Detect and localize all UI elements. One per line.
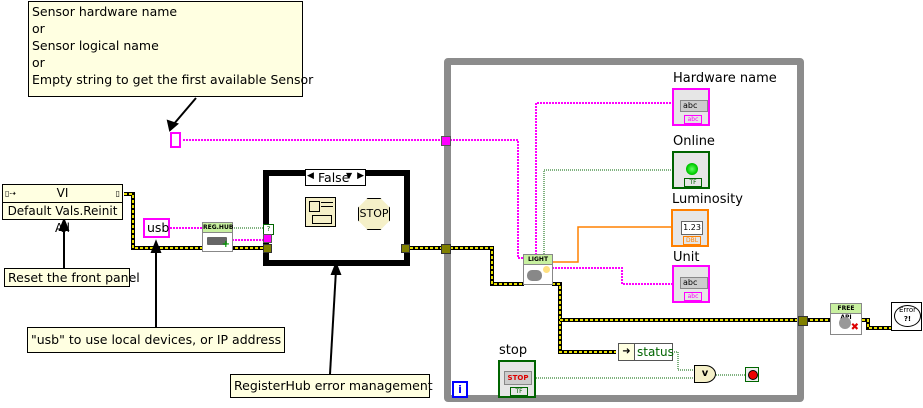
status-field: status (637, 345, 674, 359)
stop-function[interactable]: STOP (358, 198, 390, 230)
usb-constant[interactable]: usb (143, 218, 170, 238)
case-tunnel-string (263, 234, 272, 243)
loop-tunnel-error-out (798, 316, 808, 326)
bug-icon (839, 317, 851, 329)
reset-comment: Reset the front panel (4, 268, 140, 287)
unit-type: abc (684, 292, 702, 301)
status-to-or-wire (672, 351, 696, 371)
case-selector[interactable]: ◀ False ▼ ▶ (305, 169, 366, 186)
comment-line: Sensor hardware name (32, 4, 178, 19)
unit-display: abc (680, 277, 708, 289)
dropdown-icon: ▼ (346, 171, 353, 180)
freeapi-label: FREE API (831, 304, 861, 321)
sensor-name-terminal[interactable] (170, 132, 181, 148)
plus-icon: + (221, 239, 230, 250)
online-label: Online (673, 134, 715, 149)
stop-if-true-icon (748, 370, 758, 380)
loop-condition-terminal[interactable] (745, 367, 759, 382)
case-tunnel-error-out (401, 244, 410, 253)
luminosity-label: Luminosity (672, 192, 743, 207)
stop-control[interactable]: STOP TF (498, 360, 536, 398)
prev-case-icon: ◀ (307, 171, 314, 181)
unbundle-by-name[interactable]: ➜ status (618, 343, 674, 361)
next-case-icon: ▶ (357, 171, 364, 181)
case-selector-value: False (318, 170, 350, 185)
hw-name-type: abc (684, 115, 702, 124)
sensor-name-comment: Sensor hardware name or Sensor logical n… (28, 1, 314, 97)
invoke-node[interactable]: ▯⇢ VI ▯ Default Vals.Reinit All (2, 184, 123, 235)
line-icon (321, 202, 333, 203)
luminosity-display: 1.23 (681, 221, 703, 235)
error-wire-4 (862, 318, 892, 330)
light-subvi[interactable]: LIGHT (523, 254, 553, 285)
invoke-dup-icon: ▯ (115, 189, 120, 198)
stop-button: STOP (504, 371, 532, 385)
comment-line: or (32, 21, 45, 36)
comment-line: Empty string to get the first available … (32, 72, 314, 87)
reghub-subvi[interactable]: REG.HUB + (202, 222, 233, 252)
online-indicator[interactable]: TF (672, 151, 710, 189)
error-symbol: ?! (903, 315, 912, 323)
loop-tunnel-string (441, 136, 451, 146)
arrow-icon: ➜ (619, 344, 635, 360)
sensor-name-wire (183, 139, 524, 259)
dialog-icon (309, 201, 320, 212)
light-label: LIGHT (524, 255, 552, 265)
comment-line: or (32, 55, 45, 70)
registerhub-comment: RegisterHub error management (230, 374, 433, 398)
error-handler-subvi[interactable] (305, 197, 336, 227)
hw-name-display: abc (680, 100, 708, 112)
or-gate[interactable]: v (694, 365, 716, 383)
unit-wire (552, 267, 676, 285)
sun-icon (543, 266, 550, 273)
usb-plug-icon (207, 237, 227, 245)
freeapi-subvi[interactable]: FREE API ✖ (830, 303, 862, 335)
invoke-class-label: VI (56, 186, 69, 200)
iteration-terminal: i (452, 381, 468, 398)
sensor-icon (527, 270, 542, 281)
unit-indicator[interactable]: abc abc (672, 265, 710, 303)
button-icon (312, 215, 332, 224)
error-handler-dialog[interactable]: Error ?! (891, 302, 922, 331)
invoke-method-label: Default Vals.Reinit All (7, 204, 118, 235)
led-icon (686, 163, 698, 175)
online-wire (543, 169, 676, 258)
hw-name-indicator[interactable]: abc abc (672, 88, 710, 126)
hw-name-label: Hardware name (673, 71, 777, 86)
comment-line: Sensor logical name (32, 38, 159, 53)
online-type: TF (684, 178, 702, 187)
stop-label: stop (499, 343, 528, 358)
usb-comment: "usb" to use local devices, or IP addres… (27, 327, 285, 353)
line-icon (321, 206, 333, 207)
unit-label: Unit (673, 250, 700, 265)
luminosity-type: DBL (683, 236, 701, 245)
invoke-ref-icon: ▯⇢ (5, 189, 17, 198)
error-text: Error (898, 306, 917, 314)
luminosity-wire (552, 226, 676, 263)
luminosity-indicator[interactable]: 1.23 DBL (671, 209, 709, 247)
x-icon: ✖ (850, 322, 859, 333)
hw-name-wire (535, 102, 676, 258)
reghub-label: REG.HUB (203, 223, 234, 233)
speech-bubble-icon: Error ?! (894, 305, 921, 327)
case-tunnel-error-in (263, 244, 272, 253)
while-loop[interactable] (444, 58, 804, 402)
stop-type: TF (510, 387, 528, 396)
loop-tunnel-error-in (441, 244, 451, 254)
